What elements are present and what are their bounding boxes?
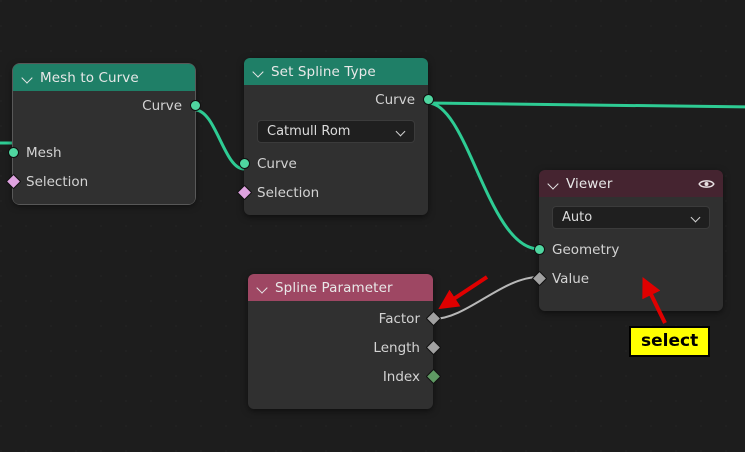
output-socket-row-curve[interactable]: Curve bbox=[244, 85, 434, 114]
socket-label: Selection bbox=[26, 173, 89, 190]
node-spacer bbox=[13, 120, 195, 138]
node-mesh-to-curve[interactable]: Mesh to Curve Curve Mesh Selection bbox=[5, 63, 201, 205]
node-body-viewer: Auto Geometry Value bbox=[531, 197, 723, 311]
node-spacer bbox=[248, 391, 433, 401]
input-socket-row-value[interactable]: Value bbox=[531, 264, 723, 293]
chevron-down-icon[interactable] bbox=[548, 178, 559, 189]
node-header-spline-parameter[interactable]: Spline Parameter bbox=[248, 274, 433, 301]
socket-curve-output[interactable] bbox=[422, 94, 434, 105]
socket-curve-input[interactable] bbox=[238, 158, 250, 169]
socket-label: Geometry bbox=[552, 241, 620, 258]
arrow-to-factor-socket bbox=[438, 275, 489, 310]
chevron-down-icon[interactable] bbox=[253, 66, 264, 77]
chevron-down-icon[interactable] bbox=[257, 282, 268, 293]
input-socket-row-geometry[interactable]: Geometry bbox=[533, 235, 723, 264]
socket-label: Value bbox=[552, 270, 590, 287]
node-title: Set Spline Type bbox=[271, 63, 376, 80]
node-header-viewer[interactable]: Viewer bbox=[539, 170, 723, 197]
input-socket-row-selection[interactable]: Selection bbox=[5, 167, 195, 196]
socket-factor-output[interactable] bbox=[425, 310, 441, 327]
socket-label: Curve bbox=[375, 91, 415, 108]
node-body-mesh-to-curve: Curve Mesh Selection bbox=[5, 91, 201, 204]
node-spline-parameter[interactable]: Spline Parameter Factor Length Index bbox=[248, 274, 441, 409]
viewer-domain-dropdown[interactable]: Auto bbox=[552, 206, 710, 229]
node-title: Spline Parameter bbox=[275, 279, 393, 296]
input-socket-row-mesh[interactable]: Mesh bbox=[7, 138, 195, 167]
socket-selection-input[interactable] bbox=[5, 173, 21, 190]
socket-geometry-input[interactable] bbox=[533, 244, 545, 255]
input-socket-row-selection[interactable]: Selection bbox=[236, 178, 428, 207]
node-header-mesh-to-curve[interactable]: Mesh to Curve bbox=[13, 64, 195, 91]
chevron-down-icon[interactable] bbox=[22, 72, 33, 83]
socket-label: Curve bbox=[257, 155, 297, 172]
node-header-set-spline-type[interactable]: Set Spline Type bbox=[244, 58, 428, 85]
output-socket-row-length[interactable]: Length bbox=[248, 333, 441, 362]
socket-value-input[interactable] bbox=[531, 270, 547, 287]
output-socket-row-factor[interactable]: Factor bbox=[248, 304, 441, 333]
socket-label: Index bbox=[382, 368, 420, 385]
socket-length-output[interactable] bbox=[425, 339, 441, 356]
node-viewer[interactable]: Viewer Auto Geometry Value bbox=[531, 170, 723, 311]
socket-label: Mesh bbox=[26, 144, 62, 161]
socket-label: Length bbox=[373, 339, 420, 356]
socket-label: Selection bbox=[257, 184, 320, 201]
node-body-spline-parameter: Factor Length Index bbox=[248, 301, 441, 409]
node-set-spline-type[interactable]: Set Spline Type Curve Catmull Rom Curve … bbox=[236, 58, 434, 215]
socket-label: Factor bbox=[378, 310, 420, 327]
output-socket-row-curve[interactable]: Curve bbox=[13, 91, 201, 120]
socket-mesh-input[interactable] bbox=[7, 147, 19, 158]
spline-type-dropdown[interactable]: Catmull Rom bbox=[257, 120, 415, 143]
chevron-down-icon bbox=[397, 128, 405, 136]
dropdown-value: Catmull Rom bbox=[267, 124, 351, 139]
input-socket-row-curve[interactable]: Curve bbox=[238, 149, 428, 178]
output-socket-row-index[interactable]: Index bbox=[248, 362, 441, 391]
node-title: Viewer bbox=[566, 175, 613, 192]
socket-selection-input[interactable] bbox=[236, 184, 252, 201]
callout-select-label: select bbox=[629, 326, 711, 357]
socket-curve-output[interactable] bbox=[189, 100, 201, 111]
socket-label: Curve bbox=[142, 97, 182, 114]
node-title: Mesh to Curve bbox=[40, 69, 139, 86]
node-body-set-spline-type: Curve Catmull Rom Curve Selection bbox=[236, 85, 434, 215]
chevron-down-icon bbox=[692, 214, 700, 222]
node-spacer bbox=[539, 293, 723, 303]
eye-icon[interactable] bbox=[698, 177, 715, 191]
dropdown-value: Auto bbox=[562, 210, 593, 225]
node-spacer bbox=[539, 197, 723, 200]
socket-index-output[interactable] bbox=[425, 368, 441, 385]
